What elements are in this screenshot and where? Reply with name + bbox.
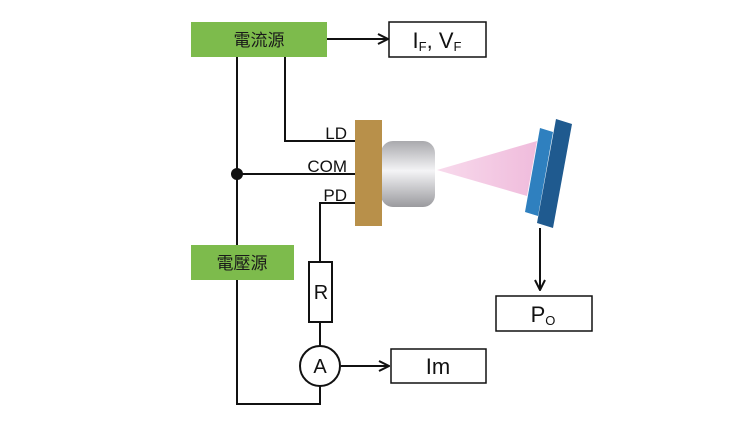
junction-dot <box>231 168 243 180</box>
if-vf-label: IF, VF <box>413 28 462 54</box>
photodetector <box>525 119 572 228</box>
current-source-label: 電流源 <box>234 31 285 51</box>
if-vf-frame <box>388 21 487 58</box>
current-source-box: 電流源 <box>191 22 327 57</box>
wire-pd <box>319 202 355 262</box>
ammeter-label: A <box>313 356 327 378</box>
wire-voltage-source-return <box>236 280 321 405</box>
resistor: R <box>308 261 333 323</box>
im-output-box: Im <box>390 348 487 384</box>
pin-label-com: COM <box>307 157 347 176</box>
laser-flange <box>355 120 382 226</box>
ammeter: A <box>299 345 341 387</box>
po-output-box: PO <box>495 295 593 332</box>
detector-face <box>525 128 553 216</box>
wire-ld <box>284 57 355 142</box>
im-label: Im <box>426 354 450 379</box>
ammeter-circle <box>299 345 341 387</box>
light-beam <box>437 141 537 196</box>
laser-can <box>381 141 435 207</box>
detector-body <box>537 119 572 228</box>
voltage-source-fill <box>191 245 294 280</box>
laser-diode-package <box>355 120 435 226</box>
im-frame <box>390 348 487 384</box>
po-label: PO <box>531 302 556 328</box>
voltage-source-box: 電壓源 <box>191 245 294 280</box>
wiring <box>236 39 540 405</box>
voltage-source-label: 電壓源 <box>217 254 268 274</box>
if-vf-output-box: IF, VF <box>388 21 487 58</box>
resistor-body <box>308 261 333 323</box>
pin-label-pd: PD <box>323 186 347 205</box>
resistor-label: R <box>314 282 328 304</box>
pin-label-ld: LD <box>325 124 347 143</box>
current-source-fill <box>191 22 327 57</box>
po-frame <box>495 295 593 332</box>
